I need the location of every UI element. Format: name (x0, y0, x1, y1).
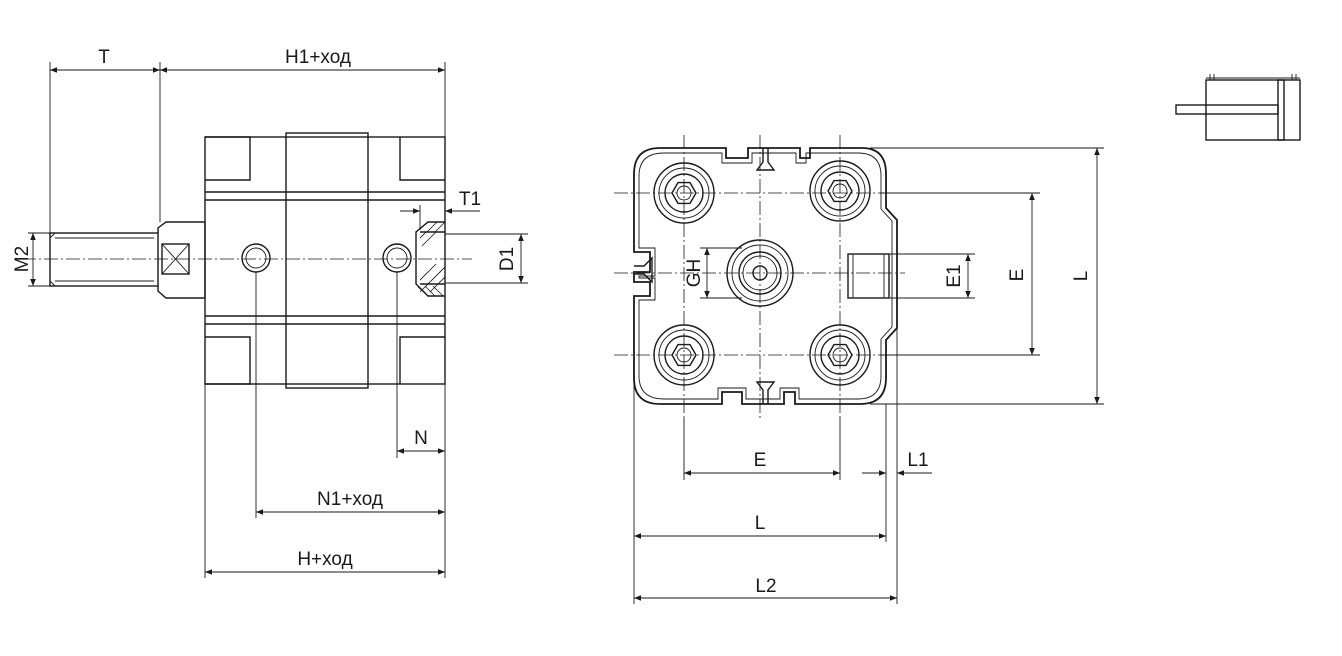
side-port (847, 253, 890, 299)
side-view: T H1+ход T1 M2 D1 (12, 47, 528, 578)
dim-e1: E1 (889, 253, 975, 299)
dim-e-horizontal: E (683, 418, 841, 480)
dim-n1-stroke: N1+ход (255, 272, 445, 518)
dim-gh: GH (684, 247, 742, 299)
dim-d1: D1 (445, 233, 528, 284)
dim-h-stroke: H+ход (204, 384, 445, 578)
dim-l-horizontal: L (633, 300, 886, 604)
dim-h1-stroke: H1+ход (160, 47, 446, 137)
dim-n: N (396, 272, 446, 578)
svg-text:L: L (1071, 271, 1092, 282)
svg-text:D1: D1 (497, 247, 518, 271)
profile-outline (633, 147, 898, 405)
dim-t1: T1 (400, 189, 481, 230)
dim-e-vertical: E (880, 192, 1040, 356)
dim-l-vertical: L (870, 147, 1104, 405)
end-port-section (415, 221, 446, 297)
dim-t: T (49, 47, 161, 233)
dim-l2: L2 (634, 576, 897, 601)
cylinder-body (204, 132, 446, 389)
svg-text:L1: L1 (907, 450, 928, 471)
svg-text:H1+ход: H1+ход (285, 47, 351, 68)
air-port-front (241, 243, 271, 273)
svg-text:E: E (754, 450, 767, 471)
svg-text:T: T (98, 47, 110, 68)
dim-m2: M2 (12, 232, 50, 287)
rod-neck (157, 221, 206, 299)
svg-text:L: L (755, 513, 766, 534)
svg-text:N: N (414, 428, 428, 449)
svg-text:E1: E1 (944, 264, 965, 287)
svg-text:H+ход: H+ход (297, 549, 352, 570)
air-port-rear (382, 243, 412, 273)
svg-text:L2: L2 (755, 576, 776, 597)
svg-text:N1+ход: N1+ход (317, 489, 383, 510)
svg-text:E: E (1007, 269, 1028, 282)
dim-l1: L1 (862, 328, 932, 604)
svg-text:T1: T1 (459, 189, 481, 210)
threaded-rod-end (49, 232, 159, 287)
cylinder-symbol (1175, 74, 1301, 141)
front-view: GH E1 E L E (614, 135, 1104, 604)
svg-text:M2: M2 (12, 246, 33, 272)
svg-text:GH: GH (684, 259, 705, 288)
